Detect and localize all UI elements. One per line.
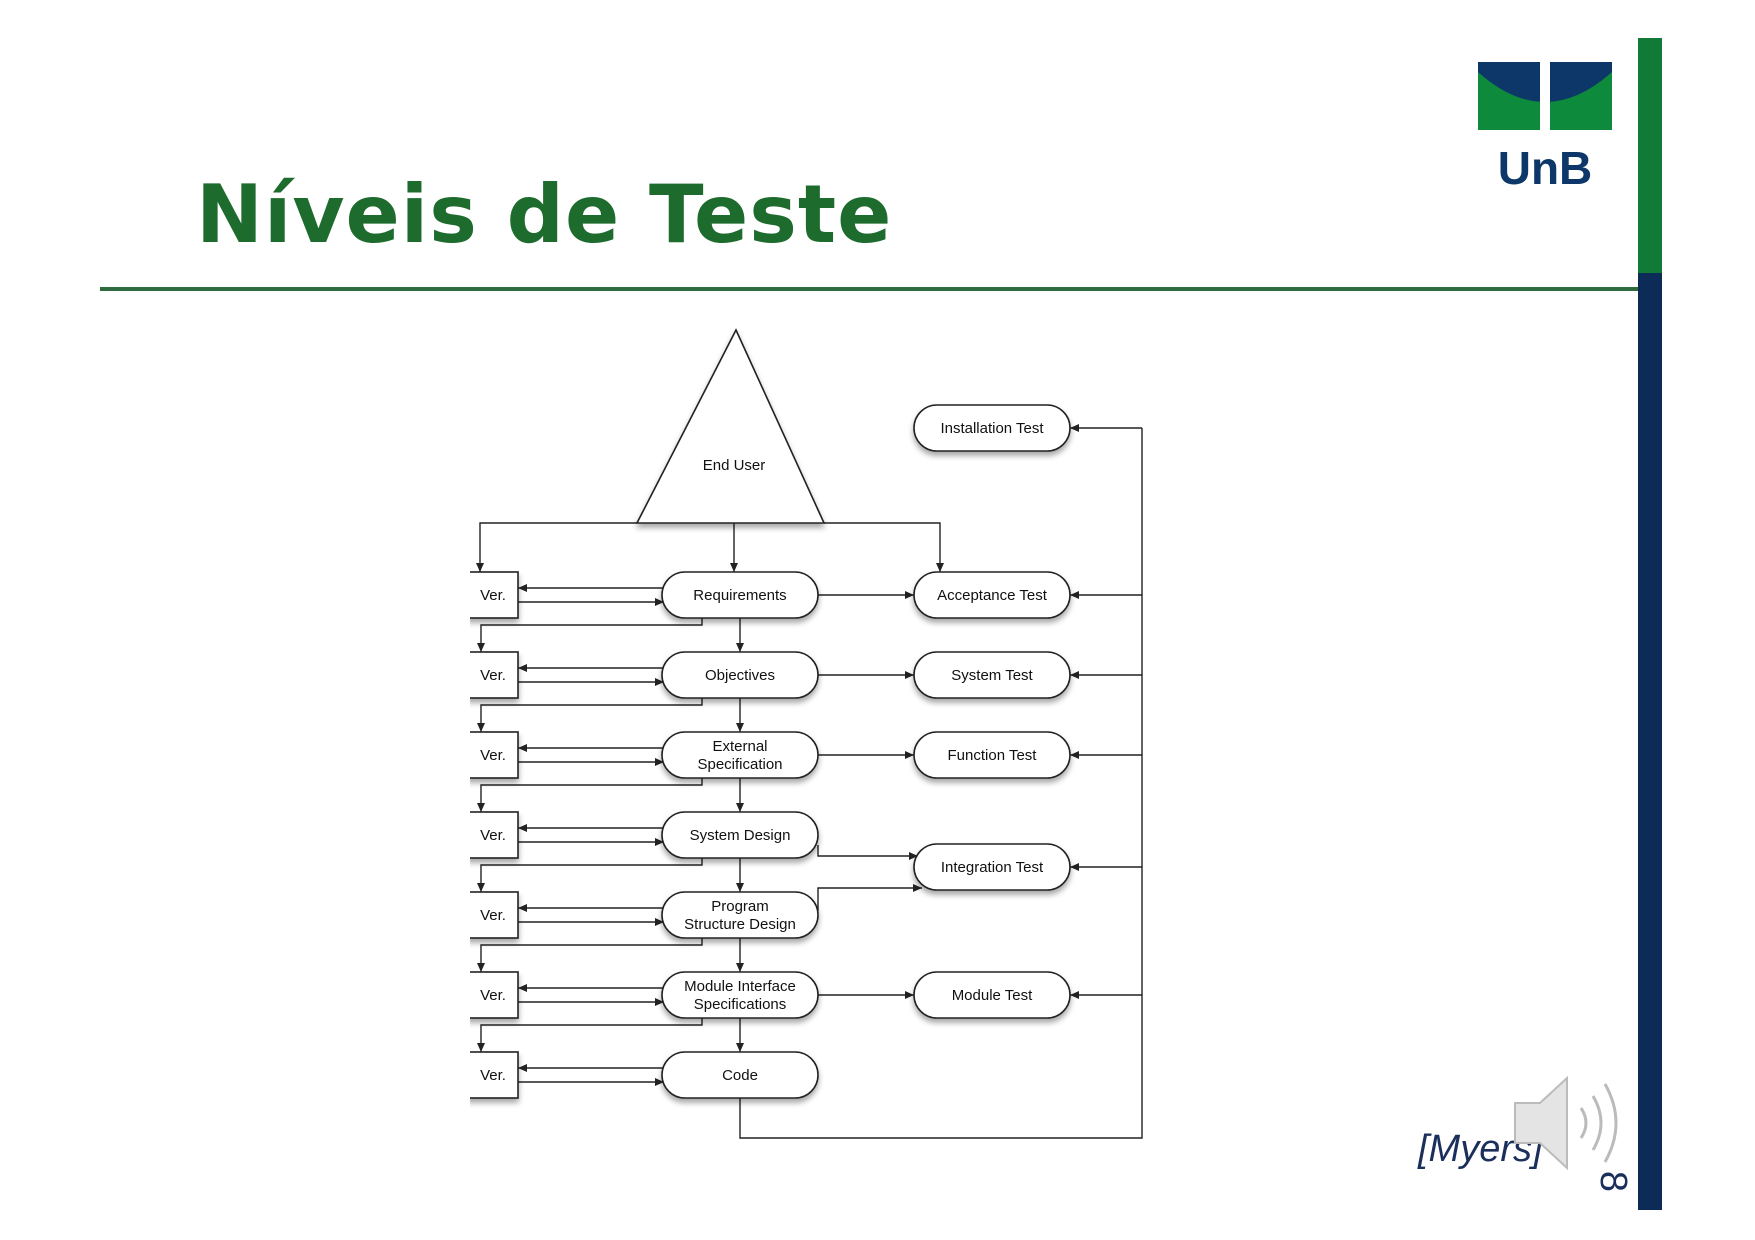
spec-node-2-label: Specification [697,756,782,773]
test-node-1-label: Acceptance Test [937,587,1048,604]
verification-label: Ver. [480,747,506,764]
side-bar-navy [1638,273,1662,1210]
end-user-triangle: End User [635,328,826,524]
title-divider [100,287,1638,291]
unb-logo: UnB [1478,62,1612,192]
spec-node-0-label: Requirements [693,587,786,604]
test-node-0-label: Installation Test [940,420,1044,437]
spec-node-3-label: System Design [690,827,791,844]
verification-box-0: Ver. [470,571,519,619]
spec-node-3: System Design [661,811,819,859]
spec-node-4-label: Program [711,898,769,915]
spec-node-5-label: Specifications [694,996,787,1013]
verification-label: Ver. [480,667,506,684]
spec-node-6-label: Code [722,1067,758,1084]
verification-label: Ver. [480,987,506,1004]
spec-node-1-label: Objectives [705,667,775,684]
verification-box-3: Ver. [470,811,519,859]
test-node-2: System Test [913,651,1071,699]
verification-label: Ver. [480,1067,506,1084]
test-node-1: Acceptance Test [913,571,1071,619]
spec-node-1: Objectives [661,651,819,699]
spec-node-2-label: External [712,738,767,755]
test-levels-diagram: End UserRequirementsVer.ObjectivesVer.Ex… [470,328,1143,1139]
test-node-0: Installation Test [913,404,1071,452]
side-bar-green [1638,38,1662,273]
speaker-icon[interactable] [1505,1068,1625,1178]
verification-box-4: Ver. [470,891,519,939]
verification-label: Ver. [480,907,506,924]
diagram-connectors [476,424,1143,1139]
spec-node-4-label: Structure Design [684,916,796,933]
verification-label: Ver. [480,827,506,844]
end-user-label: End User [703,457,766,474]
test-node-3: Function Test [913,731,1071,779]
verification-box-5: Ver. [470,971,519,1019]
logo-text: UnB [1498,142,1593,192]
spec-node-6: Code [661,1051,819,1099]
verification-box-6: Ver. [470,1051,519,1099]
verification-box-1: Ver. [470,651,519,699]
spec-node-5-label: Module Interface [684,978,796,995]
test-node-4-label: Integration Test [941,859,1044,876]
verification-box-2: Ver. [470,731,519,779]
slide-title: Níveis de Teste [196,168,893,261]
logo-divider [1540,62,1550,130]
test-node-5-label: Module Test [952,987,1033,1004]
spec-node-0: Requirements [661,571,819,619]
verification-label: Ver. [480,587,506,604]
test-node-3-label: Function Test [948,747,1038,764]
test-node-5: Module Test [913,971,1071,1019]
test-node-4: Integration Test [913,843,1071,891]
test-node-2-label: System Test [951,667,1033,684]
